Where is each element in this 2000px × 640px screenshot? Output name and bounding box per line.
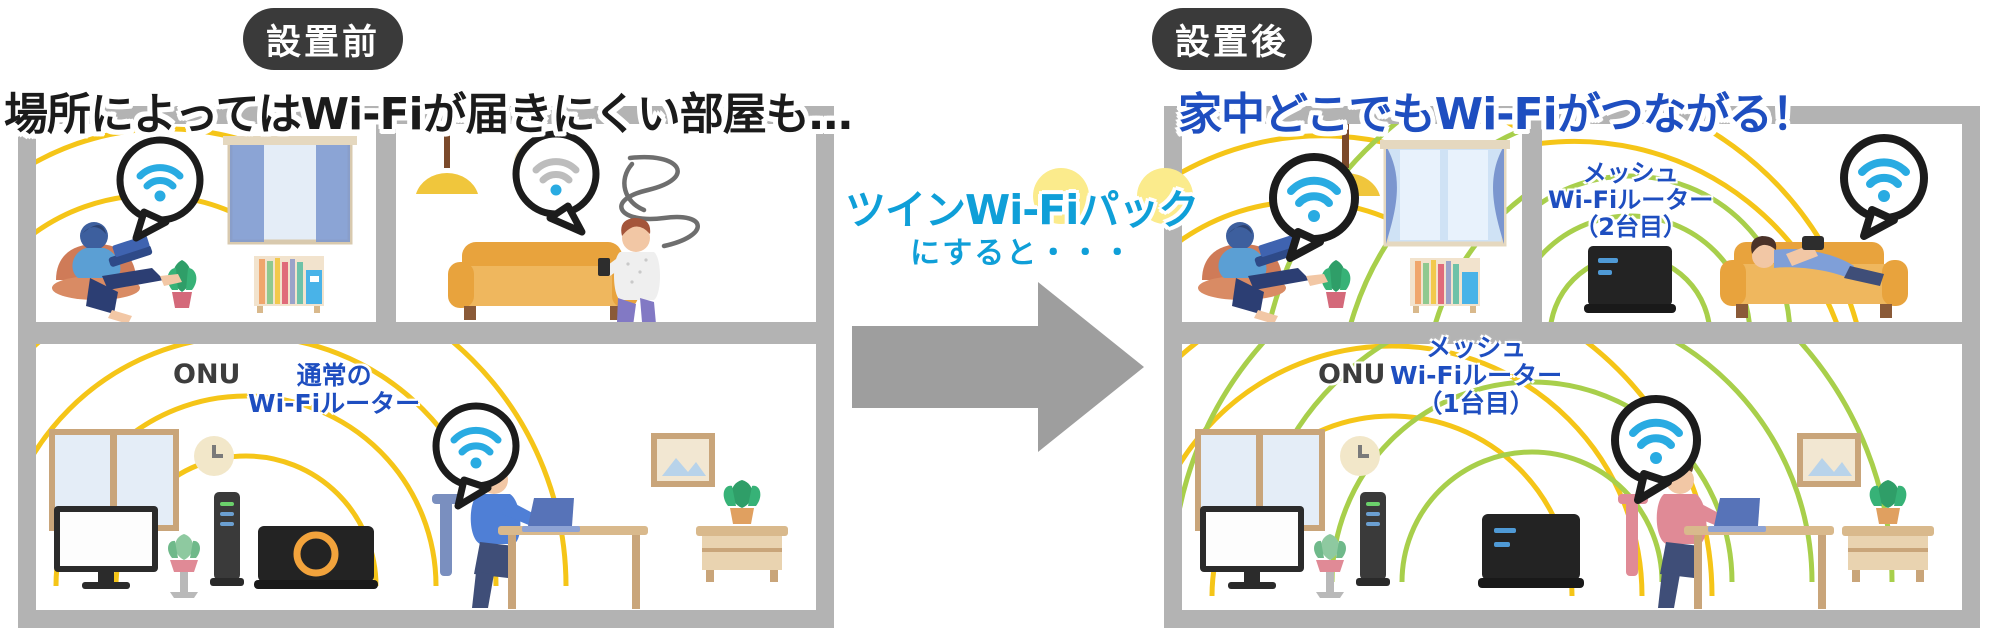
label-mesh-router-2: メッシュ Wi-Fiルーター （2台目） <box>1548 160 1713 241</box>
label-normal-router-line2: Wi-Fiルーター <box>248 389 421 418</box>
transition-arrow <box>852 282 1144 452</box>
label-mesh1-line1: メッシュ <box>1426 333 1527 362</box>
right-arrow-icon <box>852 282 1144 452</box>
headline-after: 家中どこでもWi-Fiがつながる！ <box>1178 89 1816 140</box>
pack-title: ツインWi-Fiパック <box>845 186 1199 234</box>
label-onu-after: ONU <box>1318 359 1386 390</box>
label-mesh-router-1: メッシュ Wi-Fiルーター （1台目） <box>1390 334 1562 418</box>
headline-before: 場所によってはWi-Fiが届きにくい部屋も… <box>4 89 853 140</box>
label-mesh1-line2: Wi-Fiルーター <box>1390 361 1563 390</box>
label-mesh2-line3: （2台目） <box>1574 212 1687 241</box>
pack-subtitle: にすると・・・ <box>910 236 1135 271</box>
pack-wifi-badges <box>1033 168 1193 224</box>
label-mesh2-line1: メッシュ <box>1582 159 1679 187</box>
house-cutaway-before <box>18 106 834 628</box>
label-onu-before: ONU <box>173 359 241 390</box>
house-cutaway-after <box>1164 106 1980 628</box>
badge-before-install: 設置前 <box>243 8 403 70</box>
label-normal-router: 通常の Wi-Fiルーター <box>248 362 420 418</box>
label-normal-router-line1: 通常の <box>296 361 372 390</box>
house-before-art <box>36 124 816 610</box>
house-after-art <box>1182 124 1962 610</box>
label-mesh2-line2: Wi-Fiルーター <box>1548 185 1714 214</box>
badge-after-install: 設置後 <box>1152 8 1312 70</box>
label-mesh1-line3: （1台目） <box>1417 389 1535 418</box>
